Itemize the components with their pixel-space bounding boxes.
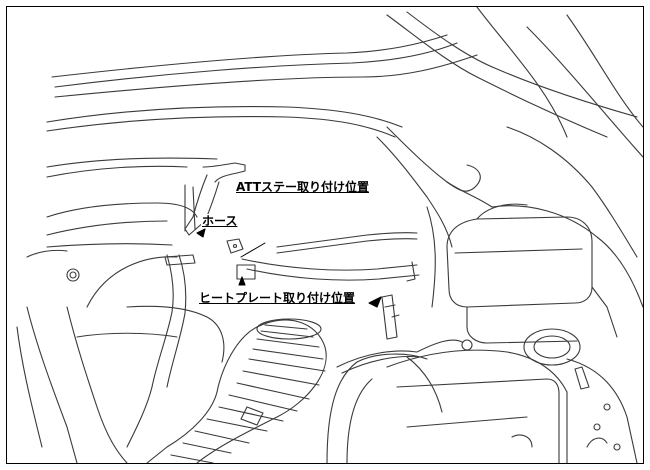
battery-lower bbox=[326, 328, 638, 463]
heat-plate-bracket bbox=[381, 294, 400, 340]
intake-hose bbox=[146, 318, 327, 463]
strut-tower bbox=[376, 126, 643, 308]
pointer-arrows bbox=[196, 228, 382, 308]
left-panel bbox=[16, 157, 225, 463]
engine-bay-line-drawing bbox=[16, 7, 643, 463]
hose-label: ホース bbox=[201, 214, 239, 228]
cowl-lines bbox=[46, 7, 643, 158]
battery-cable bbox=[336, 339, 473, 413]
strut-stay bbox=[236, 232, 420, 282]
heat-plate-label: ヒートプレート取り付け位置 bbox=[198, 291, 357, 305]
left-pillar bbox=[126, 184, 196, 448]
att-stay-plate bbox=[226, 238, 244, 254]
att-stay-label: ATTステー取り付け位置 bbox=[235, 180, 371, 194]
diagram-frame: ATTステー取り付け位置 ホース ヒートプレート取り付け位置 bbox=[6, 6, 644, 464]
battery-box bbox=[446, 203, 618, 344]
